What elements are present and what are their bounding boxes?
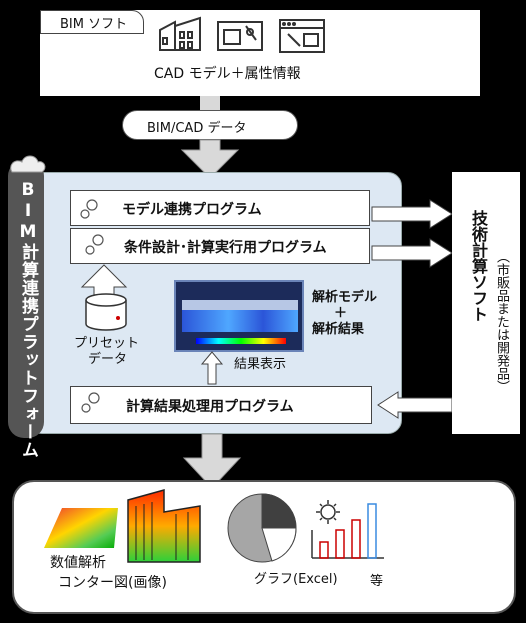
contour-line2: コンター図(画像)	[58, 575, 167, 591]
analysis-line3: 解析結果	[312, 322, 365, 337]
bim-soft-tab	[40, 10, 144, 34]
result-program-label: 計算結果処理用プログラム	[126, 399, 294, 415]
tech-soft-note: （市販品または開発品）	[494, 250, 509, 393]
platform-label-shape	[8, 160, 44, 438]
tech-soft-label: 技術計算ソフト	[469, 210, 488, 322]
platform-label: BIM計算連携プラットフォーム	[18, 180, 38, 459]
model-program-box	[70, 190, 370, 226]
outputs-panel	[12, 480, 516, 614]
condition-program-label: 条件設計･計算実行用プログラム	[124, 240, 327, 256]
analysis-image	[174, 280, 304, 352]
bim-cad-data-label: BIM/CAD データ	[147, 121, 247, 136]
preset-line2: データ	[88, 352, 128, 367]
analysis-line1: 解析モデル	[312, 290, 378, 305]
bim-soft-caption: CAD モデル＋属性情報	[154, 66, 301, 82]
result-program-box	[70, 386, 372, 424]
contour-line1: 数値解析	[50, 555, 106, 571]
graph-label: グラフ(Excel)	[254, 572, 338, 587]
tech-soft-box	[452, 172, 520, 434]
etc-label: 等	[370, 574, 384, 589]
bim-soft-tab-label: BIM ソフト	[60, 17, 128, 32]
model-program-label: モデル連携プログラム	[122, 202, 262, 218]
condition-program-box	[70, 228, 370, 264]
analysis-display-label: 結果表示	[234, 357, 287, 372]
preset-line1: プリセット	[74, 336, 140, 351]
analysis-line2: ＋	[334, 306, 348, 321]
